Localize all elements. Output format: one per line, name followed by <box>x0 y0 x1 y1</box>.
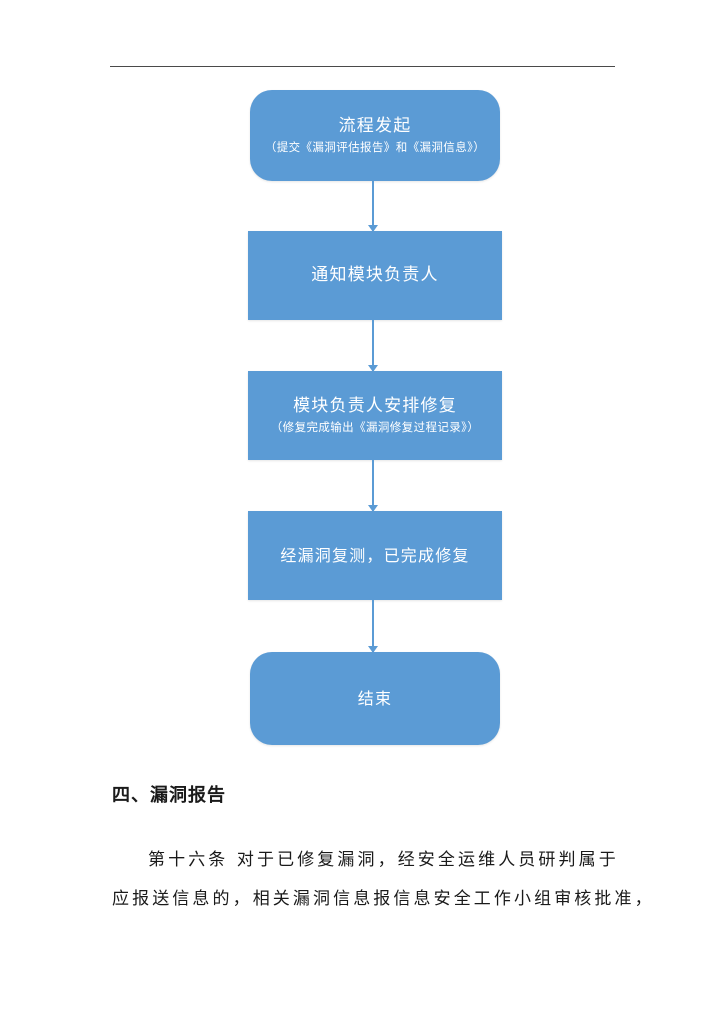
flow-connector-retest-to-end <box>368 600 378 653</box>
flow-node-start-title: 流程发起 <box>338 115 412 136</box>
body-paragraph-line: 应报送信息的，相关漏洞信息报信息安全工作小组审核批准， <box>112 889 655 909</box>
body-paragraph-line: 第十六条 对于已修复漏洞，经安全运维人员研判属于 <box>148 850 619 870</box>
section-heading: 四、漏洞报告 <box>112 785 226 806</box>
flow-node-start[interactable]: 流程发起 （提交《漏洞评估报告》和《漏洞信息》） <box>250 90 500 181</box>
flow-node-end-title: 结束 <box>357 688 393 708</box>
down-arrow-icon <box>368 505 378 512</box>
vulnerability-fix-flowchart: 流程发起 （提交《漏洞评估报告》和《漏洞信息》） 通知模块负责人 模块负责人安排… <box>248 90 502 745</box>
flow-node-arrange-fix-subtitle: （修复完成输出《漏洞修复过程记录》） <box>270 420 480 435</box>
flow-node-notify-title: 通知模块负责人 <box>311 264 439 285</box>
flow-node-start-subtitle: （提交《漏洞评估报告》和《漏洞信息》） <box>264 140 486 155</box>
flow-node-arrange-fix-title: 模块负责人安排修复 <box>293 395 457 416</box>
flow-connector-start-to-notify <box>368 181 378 232</box>
flow-node-retest[interactable]: 经漏洞复测，已完成修复 <box>248 511 502 600</box>
body-paragraph: 第十六条 对于已修复漏洞，经安全运维人员研判属于 应报送信息的，相关漏洞信息报信… <box>112 841 655 919</box>
down-arrow-icon <box>368 646 378 653</box>
down-arrow-icon <box>368 225 378 232</box>
down-arrow-icon <box>368 365 378 372</box>
flow-connector-arrange-fix-to-retest <box>368 460 378 512</box>
flow-node-end[interactable]: 结束 <box>250 652 500 745</box>
flow-node-arrange-fix[interactable]: 模块负责人安排修复 （修复完成输出《漏洞修复过程记录》） <box>248 371 502 460</box>
flow-node-notify[interactable]: 通知模块负责人 <box>248 231 502 320</box>
flow-node-retest-title: 经漏洞复测，已完成修复 <box>280 545 470 565</box>
flow-connector-notify-to-arrange-fix <box>368 320 378 372</box>
header-rule-divider <box>110 66 615 67</box>
